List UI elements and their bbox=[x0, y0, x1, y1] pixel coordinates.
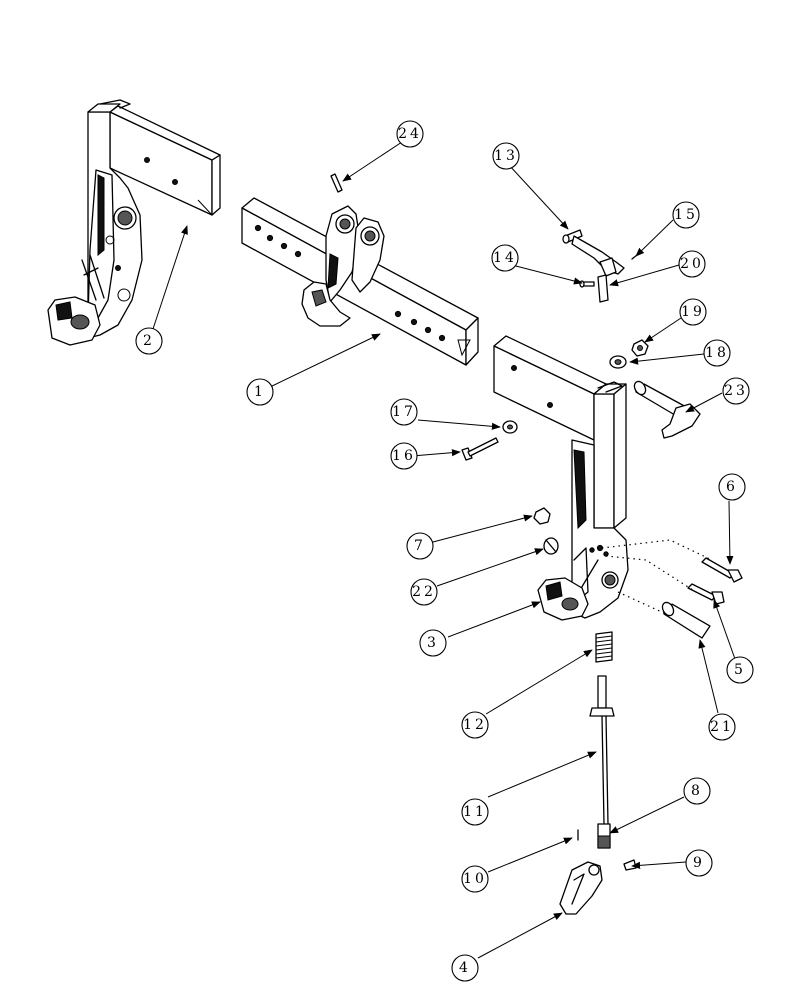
pin-part-23 bbox=[633, 380, 701, 439]
bolt-part-6 bbox=[701, 557, 743, 583]
nut-part-7 bbox=[533, 507, 551, 525]
callout-21-label: 21 bbox=[710, 719, 734, 735]
callout-6: 6 bbox=[718, 473, 746, 501]
callout-5: 5 bbox=[726, 656, 754, 684]
callout-12: 12 bbox=[461, 711, 489, 739]
latch-rod-part-11 bbox=[589, 675, 615, 825]
callout-15-label: 15 bbox=[674, 207, 698, 223]
callout-11-label: 11 bbox=[463, 804, 487, 820]
callout-4: 4 bbox=[451, 954, 479, 982]
screw-part-9 bbox=[623, 859, 637, 871]
callout-20-label: 20 bbox=[680, 256, 704, 272]
washer-part-18 bbox=[609, 355, 627, 369]
callout-21: 21 bbox=[708, 713, 736, 741]
callout-18-label: 18 bbox=[705, 345, 729, 361]
callout-16-label: 16 bbox=[392, 448, 416, 464]
callout-22: 22 bbox=[410, 578, 438, 606]
pin-part-14 bbox=[579, 280, 595, 288]
callout-5-label: 5 bbox=[734, 662, 746, 678]
callout-13: 13 bbox=[492, 142, 520, 170]
callout-23-label: 23 bbox=[724, 383, 748, 399]
callout-3: 3 bbox=[419, 629, 447, 657]
callout-24: 24 bbox=[396, 120, 424, 148]
latch-pawl-part-8 bbox=[597, 823, 611, 849]
roll-pin-part-24 bbox=[330, 173, 343, 193]
callout-8-label: 8 bbox=[691, 783, 703, 799]
grease-fitting-part-22 bbox=[543, 537, 559, 555]
callout-leaders bbox=[151, 139, 736, 959]
callout-2: 2 bbox=[135, 327, 163, 355]
callout-17-label: 17 bbox=[392, 404, 416, 420]
callout-18: 18 bbox=[703, 339, 731, 367]
latch-handle-part-4 bbox=[559, 861, 603, 915]
callout-3-label: 3 bbox=[427, 635, 439, 651]
callout-14: 14 bbox=[491, 244, 519, 272]
callout-13-label: 13 bbox=[494, 148, 518, 164]
callout-7: 7 bbox=[406, 532, 434, 560]
hook-jaw-part-3 bbox=[537, 577, 589, 621]
clip-part-20 bbox=[597, 274, 609, 303]
callout-6-label: 6 bbox=[726, 479, 738, 495]
callout-9-label: 9 bbox=[693, 855, 705, 871]
callout-7-label: 7 bbox=[414, 538, 426, 554]
callout-19-label: 19 bbox=[681, 304, 705, 320]
callout-9: 9 bbox=[685, 849, 713, 877]
right-hitch-bracket bbox=[493, 335, 629, 619]
spring-part-12 bbox=[595, 631, 613, 663]
callout-24-label: 24 bbox=[398, 126, 422, 142]
callout-15: 15 bbox=[672, 201, 700, 229]
nut-part-19 bbox=[631, 339, 649, 357]
callout-4-label: 4 bbox=[459, 960, 471, 976]
callout-20: 20 bbox=[678, 250, 706, 278]
callout-8: 8 bbox=[683, 777, 711, 805]
callout-12-label: 12 bbox=[463, 717, 487, 733]
callout-16: 16 bbox=[390, 442, 418, 470]
callout-22-label: 22 bbox=[412, 584, 436, 600]
callout-10-label: 10 bbox=[463, 871, 487, 887]
latch-lever-part-13 bbox=[562, 229, 625, 277]
main-hitch-beam bbox=[241, 197, 479, 366]
callout-17: 17 bbox=[390, 398, 418, 426]
callout-23: 23 bbox=[722, 377, 750, 405]
pin-part-21 bbox=[661, 601, 711, 639]
bolt-part-5 bbox=[687, 583, 725, 605]
callout-1-label: 1 bbox=[254, 384, 266, 400]
bolt-part-16 bbox=[461, 437, 499, 461]
callout-14-label: 14 bbox=[493, 250, 517, 266]
callout-2-label: 2 bbox=[143, 333, 155, 349]
callout-19: 19 bbox=[679, 298, 707, 326]
washer-part-17 bbox=[502, 420, 518, 434]
callout-1: 1 bbox=[246, 378, 274, 406]
dotted-assembly-lines bbox=[601, 539, 713, 615]
left-hitch-bracket bbox=[47, 99, 221, 346]
callout-10: 10 bbox=[461, 865, 489, 893]
callout-11: 11 bbox=[461, 798, 489, 826]
